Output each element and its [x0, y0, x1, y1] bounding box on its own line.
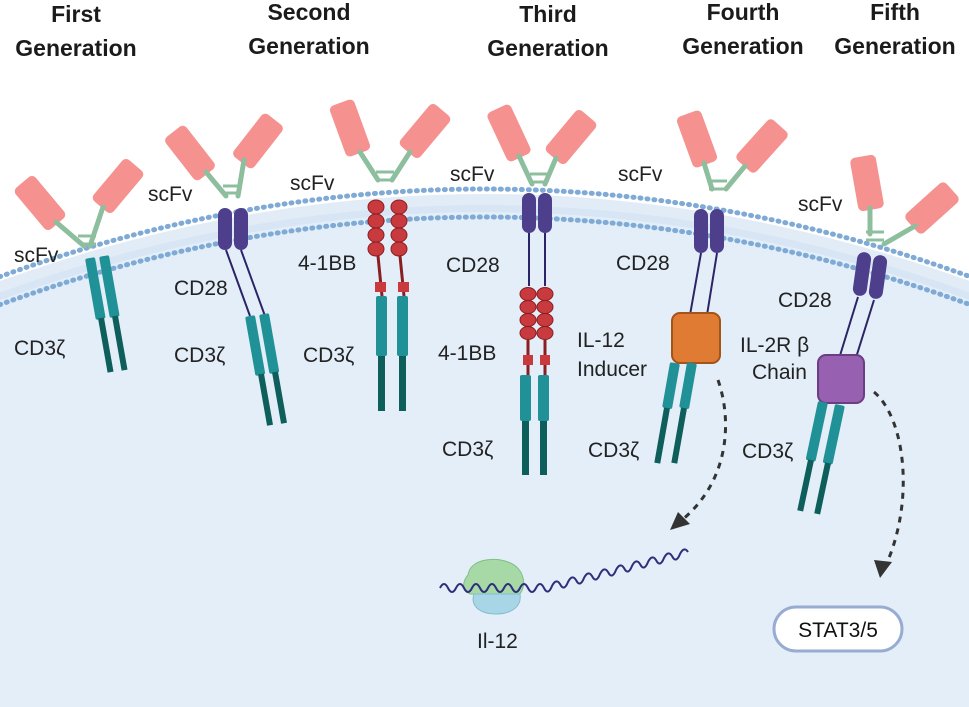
- stat-signal-arrow: [873, 390, 905, 566]
- cd28-domain: [218, 208, 266, 317]
- il12-product: [439, 548, 689, 615]
- scfv-domain: [487, 104, 597, 187]
- 41bb-domain: [367, 199, 409, 297]
- 41bb-domain: [519, 287, 554, 378]
- membrane-outer: [0, 186, 969, 280]
- receptor-gen2-cd28: [165, 113, 287, 426]
- cd3z-domain: [797, 401, 845, 515]
- stat-label: STAT3/5: [798, 619, 878, 642]
- gen3-title-line2: Generation: [487, 35, 608, 61]
- scfv-domain: [14, 159, 144, 249]
- gen2-cd28-label: CD28: [174, 277, 228, 300]
- gen4-title-line2: Generation: [682, 33, 803, 59]
- gen3-41bb-label: 4-1BB: [438, 342, 496, 365]
- gen5-scfv-label: scFv: [798, 193, 843, 216]
- gen3-title-line1: Third: [519, 1, 577, 27]
- scfv-domain: [676, 110, 788, 192]
- gen1-title-line2: Generation: [15, 35, 136, 61]
- gen2-title-line1: Second: [267, 0, 350, 25]
- receptor-gen1: [14, 159, 144, 373]
- il12-protein-lobe-bottom: [472, 593, 521, 615]
- cd28-domain: [522, 193, 552, 286]
- il12-induction-arrow: [681, 379, 728, 522]
- gen1-cd3z-label: CD3ζ: [14, 337, 65, 360]
- gen5-il2r-label-line2: Chain: [752, 361, 807, 384]
- cd3z-domain: [245, 313, 287, 426]
- gen5-title-line1: Fifth: [870, 0, 920, 25]
- cd3z-domain: [520, 375, 549, 475]
- gen3-scfv-label: scFv: [450, 163, 495, 186]
- gen4-inducer-label-line1: IL-12: [577, 329, 625, 352]
- membrane-core: [0, 194, 969, 301]
- gen4-cd28-label: CD28: [616, 252, 670, 275]
- mrna-strand: [439, 548, 689, 593]
- gen4-cd3z-label: CD3ζ: [588, 439, 639, 462]
- gen2b-41bb-label: 4-1BB: [298, 252, 356, 275]
- scfv-domain: [850, 154, 959, 247]
- gen1-title-line1: First: [51, 1, 101, 27]
- gen5-cd28-label: CD28: [778, 289, 832, 312]
- gen2-cd3z-label: CD3ζ: [174, 344, 225, 367]
- gen5-cd3z-label: CD3ζ: [742, 440, 793, 463]
- receptor-gen3: [487, 104, 597, 475]
- scfv-domain: [329, 99, 451, 183]
- gen2-scfv-label: scFv: [148, 183, 193, 206]
- gen5-title-line2: Generation: [834, 33, 955, 59]
- receptor-gen2-41bb: [329, 99, 451, 411]
- gen4-scfv-label: scFv: [618, 163, 663, 186]
- gen5-il2r-label-line1: IL-2R β: [740, 334, 809, 357]
- cd28-domain: [689, 209, 724, 316]
- cd28-domain: [837, 252, 888, 365]
- membrane-inner: [0, 214, 969, 308]
- il12-inducer-domain: [671, 312, 721, 364]
- scfv-domain: [165, 113, 283, 199]
- gen1-scfv-label: scFv: [14, 244, 59, 267]
- gen2b-cd3z-label: CD3ζ: [303, 344, 354, 367]
- stat-badge: [772, 605, 904, 653]
- gen2-title-line2: Generation: [248, 33, 369, 59]
- il12-arrow-head: [670, 512, 690, 530]
- gen2b-scfv-label: scFv: [290, 172, 335, 195]
- gen4-inducer-label-line2: Inducer: [577, 358, 647, 381]
- receptor-gen4: [654, 110, 788, 464]
- il2r-beta-domain: [817, 354, 865, 404]
- cd3z-domain: [85, 255, 128, 373]
- stat-arrow-head: [874, 560, 892, 578]
- cd3z-domain: [376, 296, 408, 411]
- il12-label: Il-12: [477, 630, 518, 653]
- gen3-cd3z-label: CD3ζ: [442, 438, 493, 461]
- cytoplasm: [0, 205, 969, 707]
- receptor-gen5: [797, 154, 959, 515]
- cd3z-domain: [654, 362, 697, 464]
- gen4-title-line1: Fourth: [707, 0, 780, 25]
- gen3-cd28-label: CD28: [446, 254, 500, 277]
